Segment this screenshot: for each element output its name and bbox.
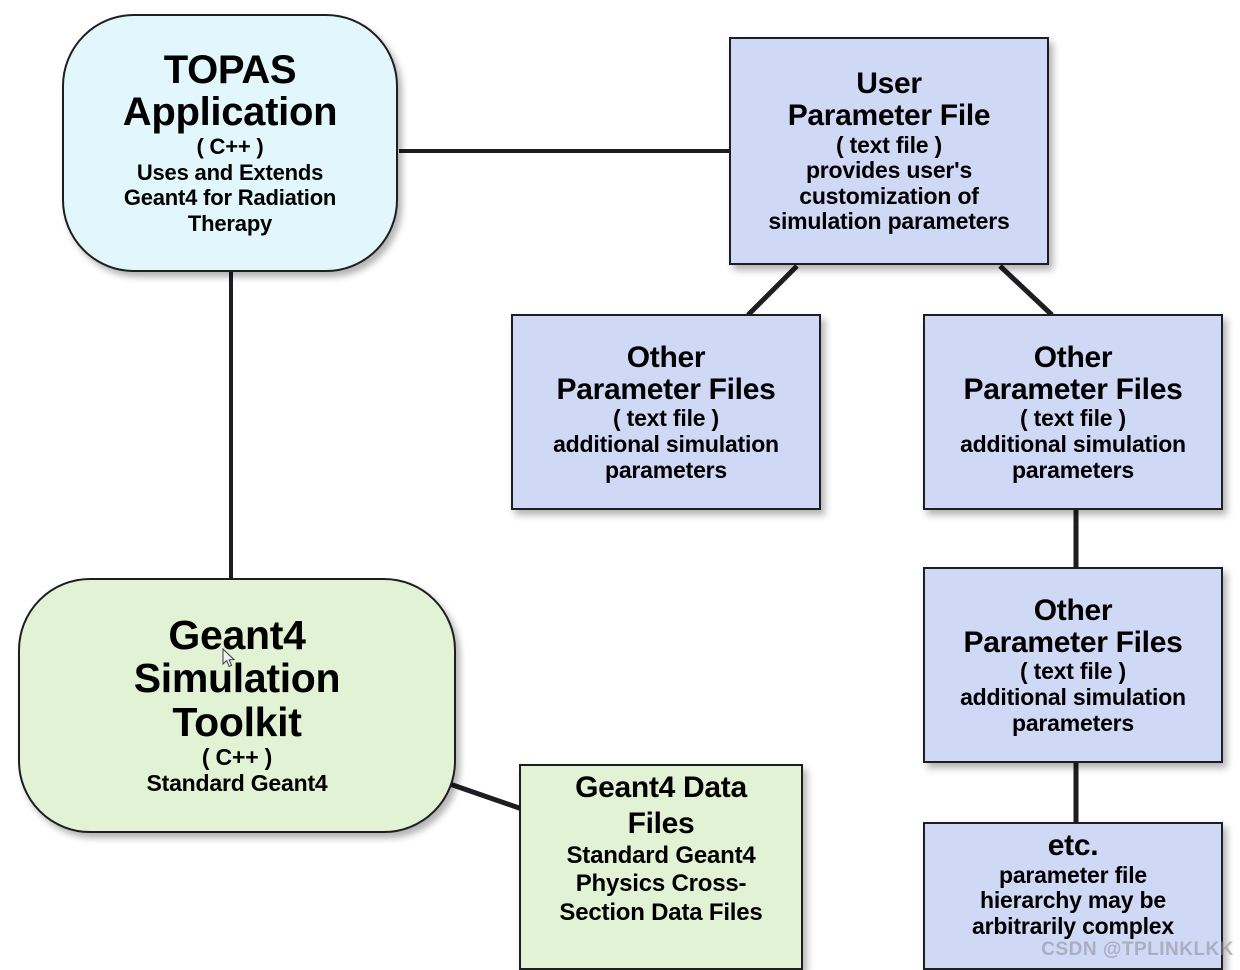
userparam-desc-line2: customization of: [799, 182, 979, 209]
other2-desc-line2: parameters: [1011, 456, 1135, 483]
edge-userparam-to-other2: [998, 264, 1054, 317]
topas-desc-line2: Geant4 for Radiation: [123, 185, 337, 211]
other3-desc-line1: additional simulation: [960, 683, 1186, 710]
other2-kind: ( text file ): [1019, 405, 1127, 432]
g4data-desc-line1: Standard Geant4: [566, 841, 756, 869]
etc-title: etc.: [1047, 829, 1099, 862]
node-other-parameter-files-1[interactable]: Other Parameter Files ( text file ) addi…: [511, 314, 821, 510]
node-etc[interactable]: etc. parameter file hierarchy may be arb…: [923, 822, 1223, 970]
userparam-title-line2: Parameter File: [787, 98, 991, 132]
geant4-language: ( C++ ): [201, 744, 273, 771]
topas-title-line1: TOPAS: [163, 47, 297, 92]
other2-desc-line1: additional simulation: [960, 430, 1186, 457]
userparam-kind: ( text file ): [835, 131, 943, 158]
edge-userparam-to-other1: [746, 264, 799, 317]
other3-kind: ( text file ): [1019, 658, 1127, 685]
node-other-parameter-files-2[interactable]: Other Parameter Files ( text file ) addi…: [923, 314, 1223, 510]
node-topas-application[interactable]: TOPAS Application ( C++ ) Uses and Exten…: [62, 14, 398, 272]
other3-desc-line2: parameters: [1011, 709, 1135, 736]
other1-desc-line1: additional simulation: [553, 430, 779, 457]
etc-desc-line3: arbitrarily complex: [971, 913, 1174, 940]
geant4-title-line1: Geant4: [168, 611, 306, 658]
other3-title-line2: Parameter Files: [963, 625, 1183, 659]
etc-desc-line2: hierarchy may be: [979, 887, 1166, 914]
other1-title-line2: Parameter Files: [556, 372, 776, 406]
userparam-title-line1: User: [856, 66, 922, 100]
other3-title-line1: Other: [1033, 593, 1113, 627]
etc-desc-line1: parameter file: [998, 861, 1148, 888]
topas-desc-line3: Therapy: [187, 210, 273, 236]
other1-title-line1: Other: [626, 340, 706, 374]
other1-kind: ( text file ): [612, 405, 720, 432]
g4data-desc-line2: Physics Cross-: [575, 870, 747, 898]
g4data-title-line2: Files: [627, 806, 695, 840]
g4data-desc-line3: Section Data Files: [559, 898, 763, 926]
topas-language: ( C++ ): [196, 134, 264, 160]
geant4-title-line2: Simulation: [133, 655, 341, 702]
edge-geant4-to-g4data: [446, 780, 523, 812]
other2-title-line1: Other: [1033, 340, 1113, 374]
geant4-desc-line1: Standard Geant4: [146, 769, 328, 796]
topas-title-line2: Application: [122, 89, 338, 134]
userparam-desc-line3: simulation parameters: [768, 208, 1010, 235]
node-other-parameter-files-3[interactable]: Other Parameter Files ( text file ) addi…: [923, 567, 1223, 763]
g4data-title-line1: Geant4 Data: [575, 771, 747, 804]
userparam-desc-line1: provides user's: [805, 157, 973, 184]
mouse-cursor-icon: [222, 648, 236, 668]
node-user-parameter-file[interactable]: User Parameter File ( text file ) provid…: [729, 37, 1049, 265]
node-geant4-data-files[interactable]: Geant4 Data Files Standard Geant4 Physic…: [519, 764, 803, 970]
other2-title-line2: Parameter Files: [963, 372, 1183, 406]
watermark-text: CSDN @TPLINKLKK: [1041, 939, 1234, 960]
topas-desc-line1: Uses and Extends: [136, 159, 324, 185]
other1-desc-line2: parameters: [604, 456, 728, 483]
node-geant4-simulation-toolkit[interactable]: Geant4 Simulation Toolkit ( C++ ) Standa…: [18, 578, 456, 833]
geant4-title-line3: Toolkit: [172, 698, 302, 745]
